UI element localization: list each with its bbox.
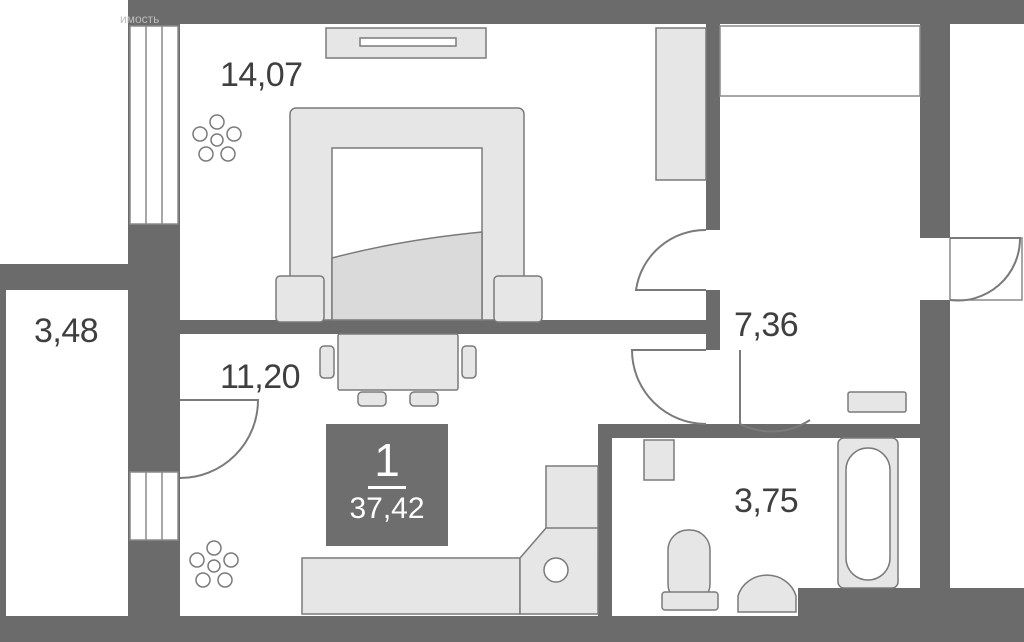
bath-sink: [737, 574, 797, 613]
furniture: [275, 27, 907, 615]
windows: [129, 25, 1023, 541]
doors: [179, 228, 1022, 479]
apartment-badge: 1 37,42: [326, 424, 448, 546]
total-area: 37,42: [349, 492, 425, 525]
room-area-kitchen-living: 11,20: [220, 358, 301, 396]
washer: [643, 439, 675, 481]
room-area-bedroom: 14,07: [220, 56, 303, 94]
shelf: [325, 27, 487, 59]
kitchen-counter-long: [301, 557, 521, 615]
watermark-text: имость: [120, 12, 160, 26]
nightstand-right: [493, 275, 543, 323]
room-area-bathroom: 3,75: [734, 482, 799, 520]
nightstand-left: [275, 275, 325, 323]
room-area-hall: 7,36: [734, 306, 799, 344]
plant-icon: [189, 540, 239, 588]
wardrobe: [655, 27, 707, 181]
rooms-count: 1: [368, 434, 406, 489]
dining-table: [337, 333, 459, 391]
plant-icon: [192, 114, 242, 162]
room-area-balcony: 3,48: [34, 312, 99, 350]
radiator: [847, 391, 907, 413]
